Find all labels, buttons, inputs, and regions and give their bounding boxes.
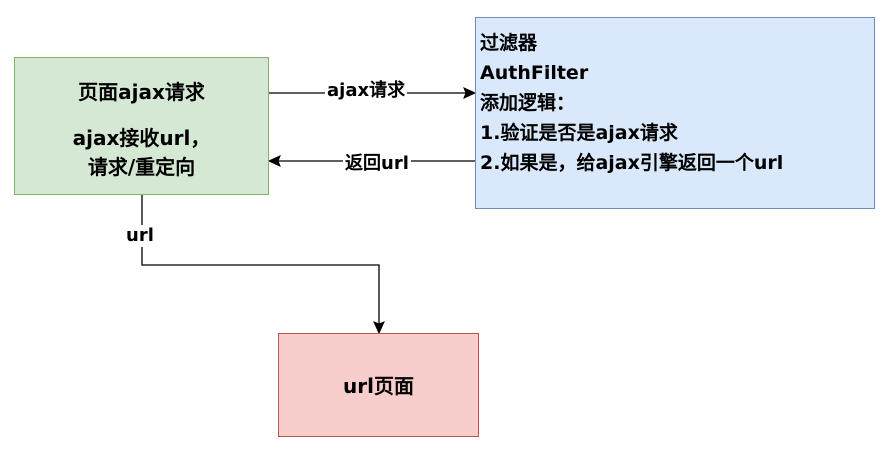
auth-filter-node: 过滤器 AuthFilter 添加逻辑： 1.验证是否是ajax请求 2.如果是… [475, 17, 875, 209]
filter-line-logic: 添加逻辑： [480, 92, 576, 114]
arrowhead-left-icon [267, 155, 281, 167]
edge-label-url: url [124, 225, 156, 247]
page-node-line-2a: ajax接收url， [72, 126, 211, 150]
edge-url [141, 195, 385, 335]
edge-label-ajax-request: ajax请求 [325, 80, 408, 102]
arrowhead-down-icon [373, 321, 385, 335]
page-node-line-2b: 请求/重定向 [87, 155, 196, 179]
arrowhead-right-icon [463, 87, 477, 99]
filter-line-title: 过滤器 [480, 32, 538, 54]
url-page-node: url页面 [278, 333, 479, 437]
edge-label-return-url: 返回url [343, 153, 411, 175]
filter-line-name: AuthFilter [480, 62, 589, 84]
url-page-label: url页面 [343, 374, 414, 398]
page-node-line-2: ajax接收url， 请求/重定向 [15, 124, 268, 182]
page-ajax-node: 页面ajax请求 ajax接收url， 请求/重定向 [14, 57, 269, 195]
filter-line-step-1: 1.验证是否是ajax请求 [480, 122, 678, 144]
filter-line-step-2: 2.如果是，给ajax引擎返回一个url [480, 152, 784, 174]
page-node-line-1: 页面ajax请求 [78, 80, 205, 104]
